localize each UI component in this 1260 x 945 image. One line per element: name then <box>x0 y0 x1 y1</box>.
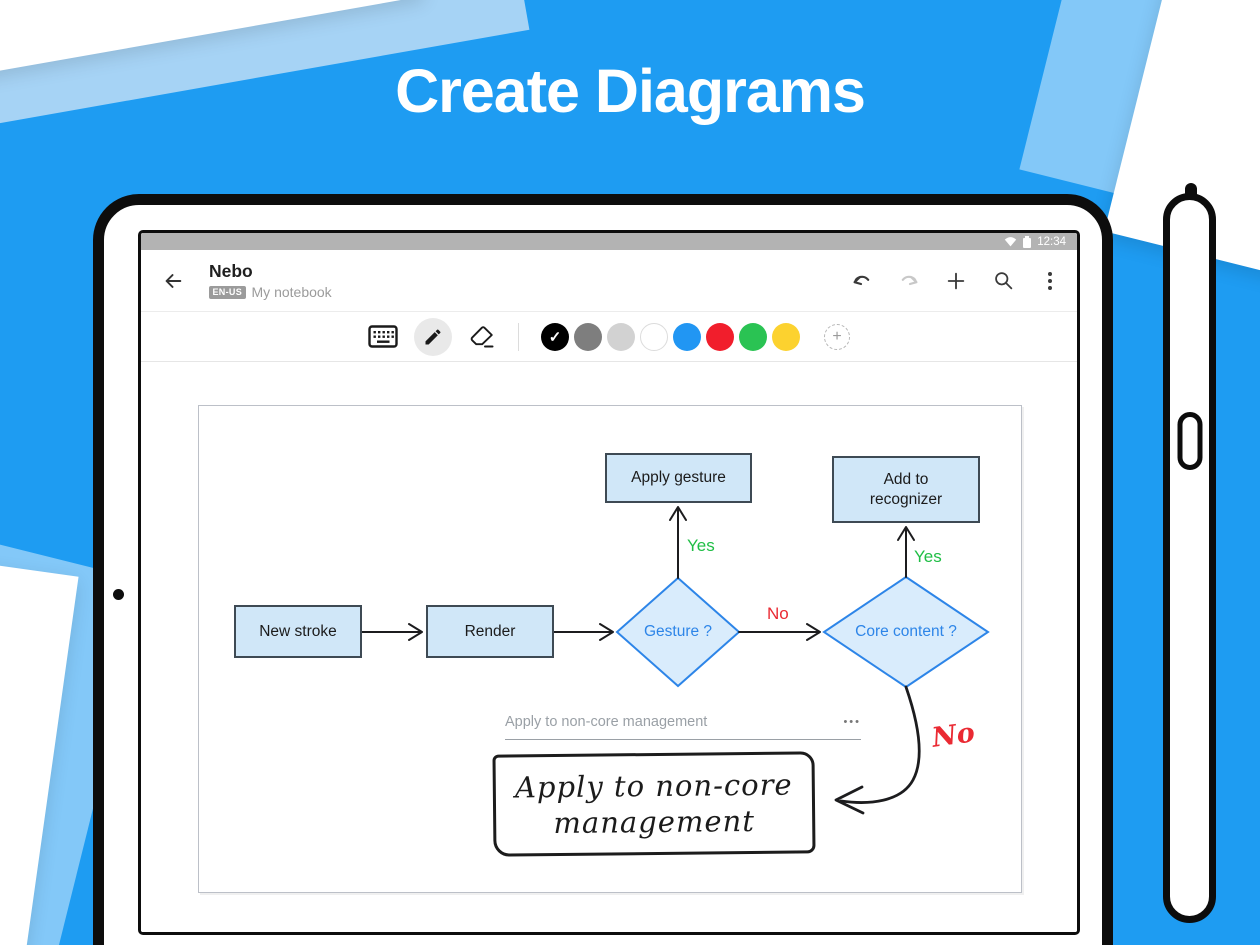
overflow-menu-icon <box>1048 271 1052 290</box>
recognition-menu-button[interactable]: ••• <box>843 716 861 728</box>
color-swatch-red[interactable] <box>706 322 734 351</box>
add-color-icon: + <box>832 327 842 345</box>
eraser-icon <box>470 325 494 347</box>
handwriting-line-2: management <box>553 803 756 841</box>
document-title-block: Nebo EN-US My notebook <box>209 261 332 300</box>
stylus-pen <box>1163 193 1216 923</box>
edge-label-gesture-yes: Yes <box>687 536 715 555</box>
camera-dot <box>113 589 124 600</box>
status-time: 12:34 <box>1037 235 1066 248</box>
color-swatch-green[interactable] <box>739 322 767 351</box>
battery-icon <box>1023 235 1032 248</box>
flowchart-node-new-stroke[interactable]: New stroke <box>234 605 362 658</box>
flowchart-connectors <box>361 506 990 815</box>
color-swatch-white[interactable] <box>640 322 668 351</box>
back-arrow-icon <box>165 273 182 288</box>
search-icon <box>994 272 1012 290</box>
language-badge: EN-US <box>209 285 246 299</box>
handwritten-annotation-box[interactable]: Apply to non-core management <box>492 751 816 857</box>
color-swatch-light-gray[interactable] <box>607 322 635 351</box>
flowchart-node-gesture[interactable]: Gesture ? <box>643 623 713 640</box>
document-page[interactable]: Apply gesture Add to recognizer New stro… <box>198 405 1022 893</box>
add-icon <box>947 272 965 289</box>
undo-icon <box>853 275 870 285</box>
color-palette: ✓ <box>541 322 800 351</box>
handwriting-line-1: Apply to non-core <box>514 767 793 805</box>
app-bar-actions <box>849 250 1063 311</box>
eraser-tool-button[interactable] <box>468 325 496 349</box>
edge-label-core-no-handwritten: No <box>930 717 977 754</box>
pen-tool-button[interactable] <box>414 317 452 356</box>
color-swatch-yellow[interactable] <box>772 322 800 351</box>
flowchart-node-core-content[interactable]: Core content ? <box>855 623 957 640</box>
color-swatch-blue[interactable] <box>673 322 701 351</box>
recognition-preview-bar: Apply to non-core management ••• <box>505 714 861 740</box>
flowchart-node-apply-gesture[interactable]: Apply gesture <box>605 453 752 503</box>
app-bar: Nebo EN-US My notebook <box>141 250 1077 312</box>
edge-label-core-yes: Yes <box>914 547 942 566</box>
add-color-button[interactable]: + <box>824 323 850 350</box>
color-swatch-black[interactable]: ✓ <box>541 322 569 351</box>
tablet-screen: 12:34 Nebo EN-US My notebook <box>138 230 1080 935</box>
gesture-diamond-shape <box>615 576 741 688</box>
flowchart-node-add-to-recognizer[interactable]: Add to recognizer <box>832 456 980 523</box>
redo-button[interactable] <box>896 268 922 294</box>
pen-toolbar: ✓ + <box>141 312 1077 362</box>
flowchart-node-render[interactable]: Render <box>426 605 554 658</box>
notebook-name: My notebook <box>251 284 332 300</box>
recognition-text: Apply to non-core management <box>505 714 708 730</box>
search-button[interactable] <box>990 268 1016 294</box>
selected-check-icon: ✓ <box>548 328 562 346</box>
wifi-icon <box>1005 237 1017 247</box>
toolbar-divider <box>518 322 519 351</box>
tablet-device: 12:34 Nebo EN-US My notebook <box>93 194 1113 945</box>
add-page-button[interactable] <box>943 268 969 294</box>
color-swatch-dark-gray[interactable] <box>574 322 602 351</box>
overflow-menu-button[interactable] <box>1037 268 1063 294</box>
status-bar: 12:34 <box>141 233 1077 250</box>
canvas-area: Apply gesture Add to recognizer New stro… <box>141 362 1077 932</box>
undo-button[interactable] <box>849 268 875 294</box>
keyboard-icon <box>368 325 398 348</box>
app-title: Nebo <box>209 261 253 281</box>
back-button[interactable] <box>157 265 189 297</box>
redo-icon <box>901 275 918 285</box>
edge-label-gesture-no: No <box>767 604 789 623</box>
stylus-button <box>1177 412 1202 470</box>
pen-icon <box>425 328 441 344</box>
page-title: Create Diagrams <box>395 57 866 125</box>
keyboard-tool-button[interactable] <box>368 325 398 348</box>
